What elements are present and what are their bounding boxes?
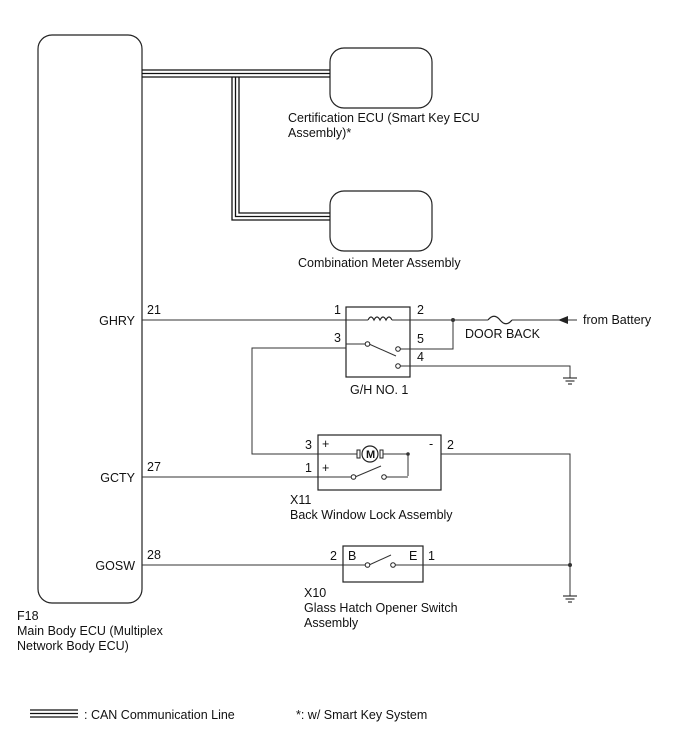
fuse-symbol [487,315,513,325]
combination-meter-label: Combination Meter Assembly [298,256,461,270]
fuse-label: DOOR BACK [465,327,541,341]
lock-name: Back Window Lock Assembly [290,508,453,522]
certification-ecu-label-2: Assembly)* [288,126,351,140]
combination-meter-box [329,190,433,252]
wire-relay-pin3-to-lock [251,347,346,455]
ground-symbol-switch [563,595,577,603]
relay-coil [367,316,393,322]
pin-name-gosw: GOSW [95,559,135,573]
relay-pin-4: 4 [417,350,424,364]
motor-symbol [318,445,410,476]
lock-pin-2: 2 [447,438,454,452]
legend-footnote: *: w/ Smart Key System [296,708,427,722]
glass-hatch-opener-switch-box [342,545,424,583]
battery-label: from Battery [583,313,652,327]
pin-number-21: 21 [147,303,161,317]
lock-pin-3: 3 [305,438,312,452]
pin-number-28: 28 [147,548,161,562]
certification-ecu-box [329,47,433,109]
wire-relay-pin5 [410,320,454,350]
relay-pin-3: 3 [334,331,341,345]
opener-switch-contact [343,554,423,566]
ecu-name-line2: Network Body ECU) [17,639,129,653]
pin-number-27: 27 [147,460,161,474]
back-window-lock-box [317,434,442,491]
main-body-ecu-box [37,34,143,604]
ecu-code-label: F18 [17,609,39,623]
pin-name-gcty: GCTY [100,471,135,485]
ground-symbol-relay [563,377,577,385]
relay-name: G/H NO. 1 [350,383,408,397]
switch-term-e: E [409,549,417,563]
legend-can-label: : CAN Communication Line [84,708,235,722]
can-communication-line [142,69,330,221]
relay-pin-2: 2 [417,303,424,317]
lock-plus-bottom: + [322,461,329,475]
switch-pin-2: 2 [330,549,337,563]
lock-pin-1: 1 [305,461,312,475]
relay-switch-contact [346,343,410,367]
switch-name-line1: Glass Hatch Opener Switch [304,601,458,615]
lock-code: X11 [290,493,311,507]
switch-name-line2: Assembly [304,616,359,630]
switch-code: X10 [304,586,326,600]
lock-minus: - [429,437,433,451]
switch-pin-1: 1 [428,549,435,563]
legend-can-symbol [30,709,78,718]
certification-ecu-label-1: Certification ECU (Smart Key ECU [288,111,480,125]
motor-label: M [366,449,375,461]
battery-arrow [558,316,568,324]
relay-pin-5: 5 [417,332,424,346]
pin-name-ghry: GHRY [99,314,136,328]
lock-plus-top: + [322,437,329,451]
wire-lock-pin2-ground [441,453,571,596]
wire-relay-pin4-ground [410,365,571,378]
lock-switch [318,465,408,478]
ecu-name-line1: Main Body ECU (Multiplex [17,624,164,638]
switch-term-b: B [348,549,356,563]
relay-pin-1: 1 [334,303,341,317]
